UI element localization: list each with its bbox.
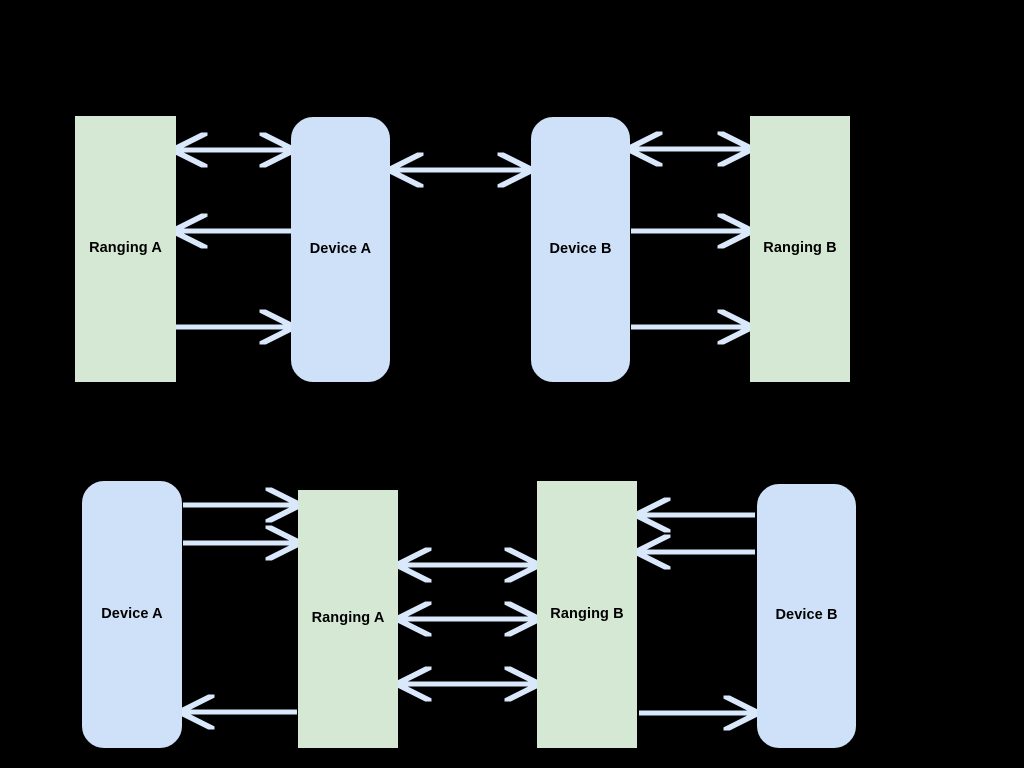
node-label: Ranging B <box>763 240 837 257</box>
node-top-ranging-b[interactable]: Ranging B <box>750 116 850 382</box>
node-label: Ranging A <box>89 240 162 257</box>
node-bot-device-b[interactable]: Device B <box>757 484 856 748</box>
node-top-device-b[interactable]: Device B <box>531 117 630 382</box>
node-bot-ranging-a[interactable]: Ranging A <box>298 490 398 748</box>
node-label: Ranging A <box>311 610 385 627</box>
node-bot-ranging-b[interactable]: Ranging B <box>537 481 637 748</box>
node-top-device-a[interactable]: Device A <box>291 117 390 382</box>
node-label: Device B <box>549 240 612 257</box>
node-label: Device A <box>101 605 163 622</box>
node-label: Ranging B <box>550 605 624 622</box>
node-bot-device-a[interactable]: Device A <box>82 481 182 748</box>
node-label: Device B <box>775 607 838 624</box>
node-label: Device A <box>309 240 372 257</box>
node-top-ranging-a[interactable]: Ranging A <box>75 116 176 382</box>
